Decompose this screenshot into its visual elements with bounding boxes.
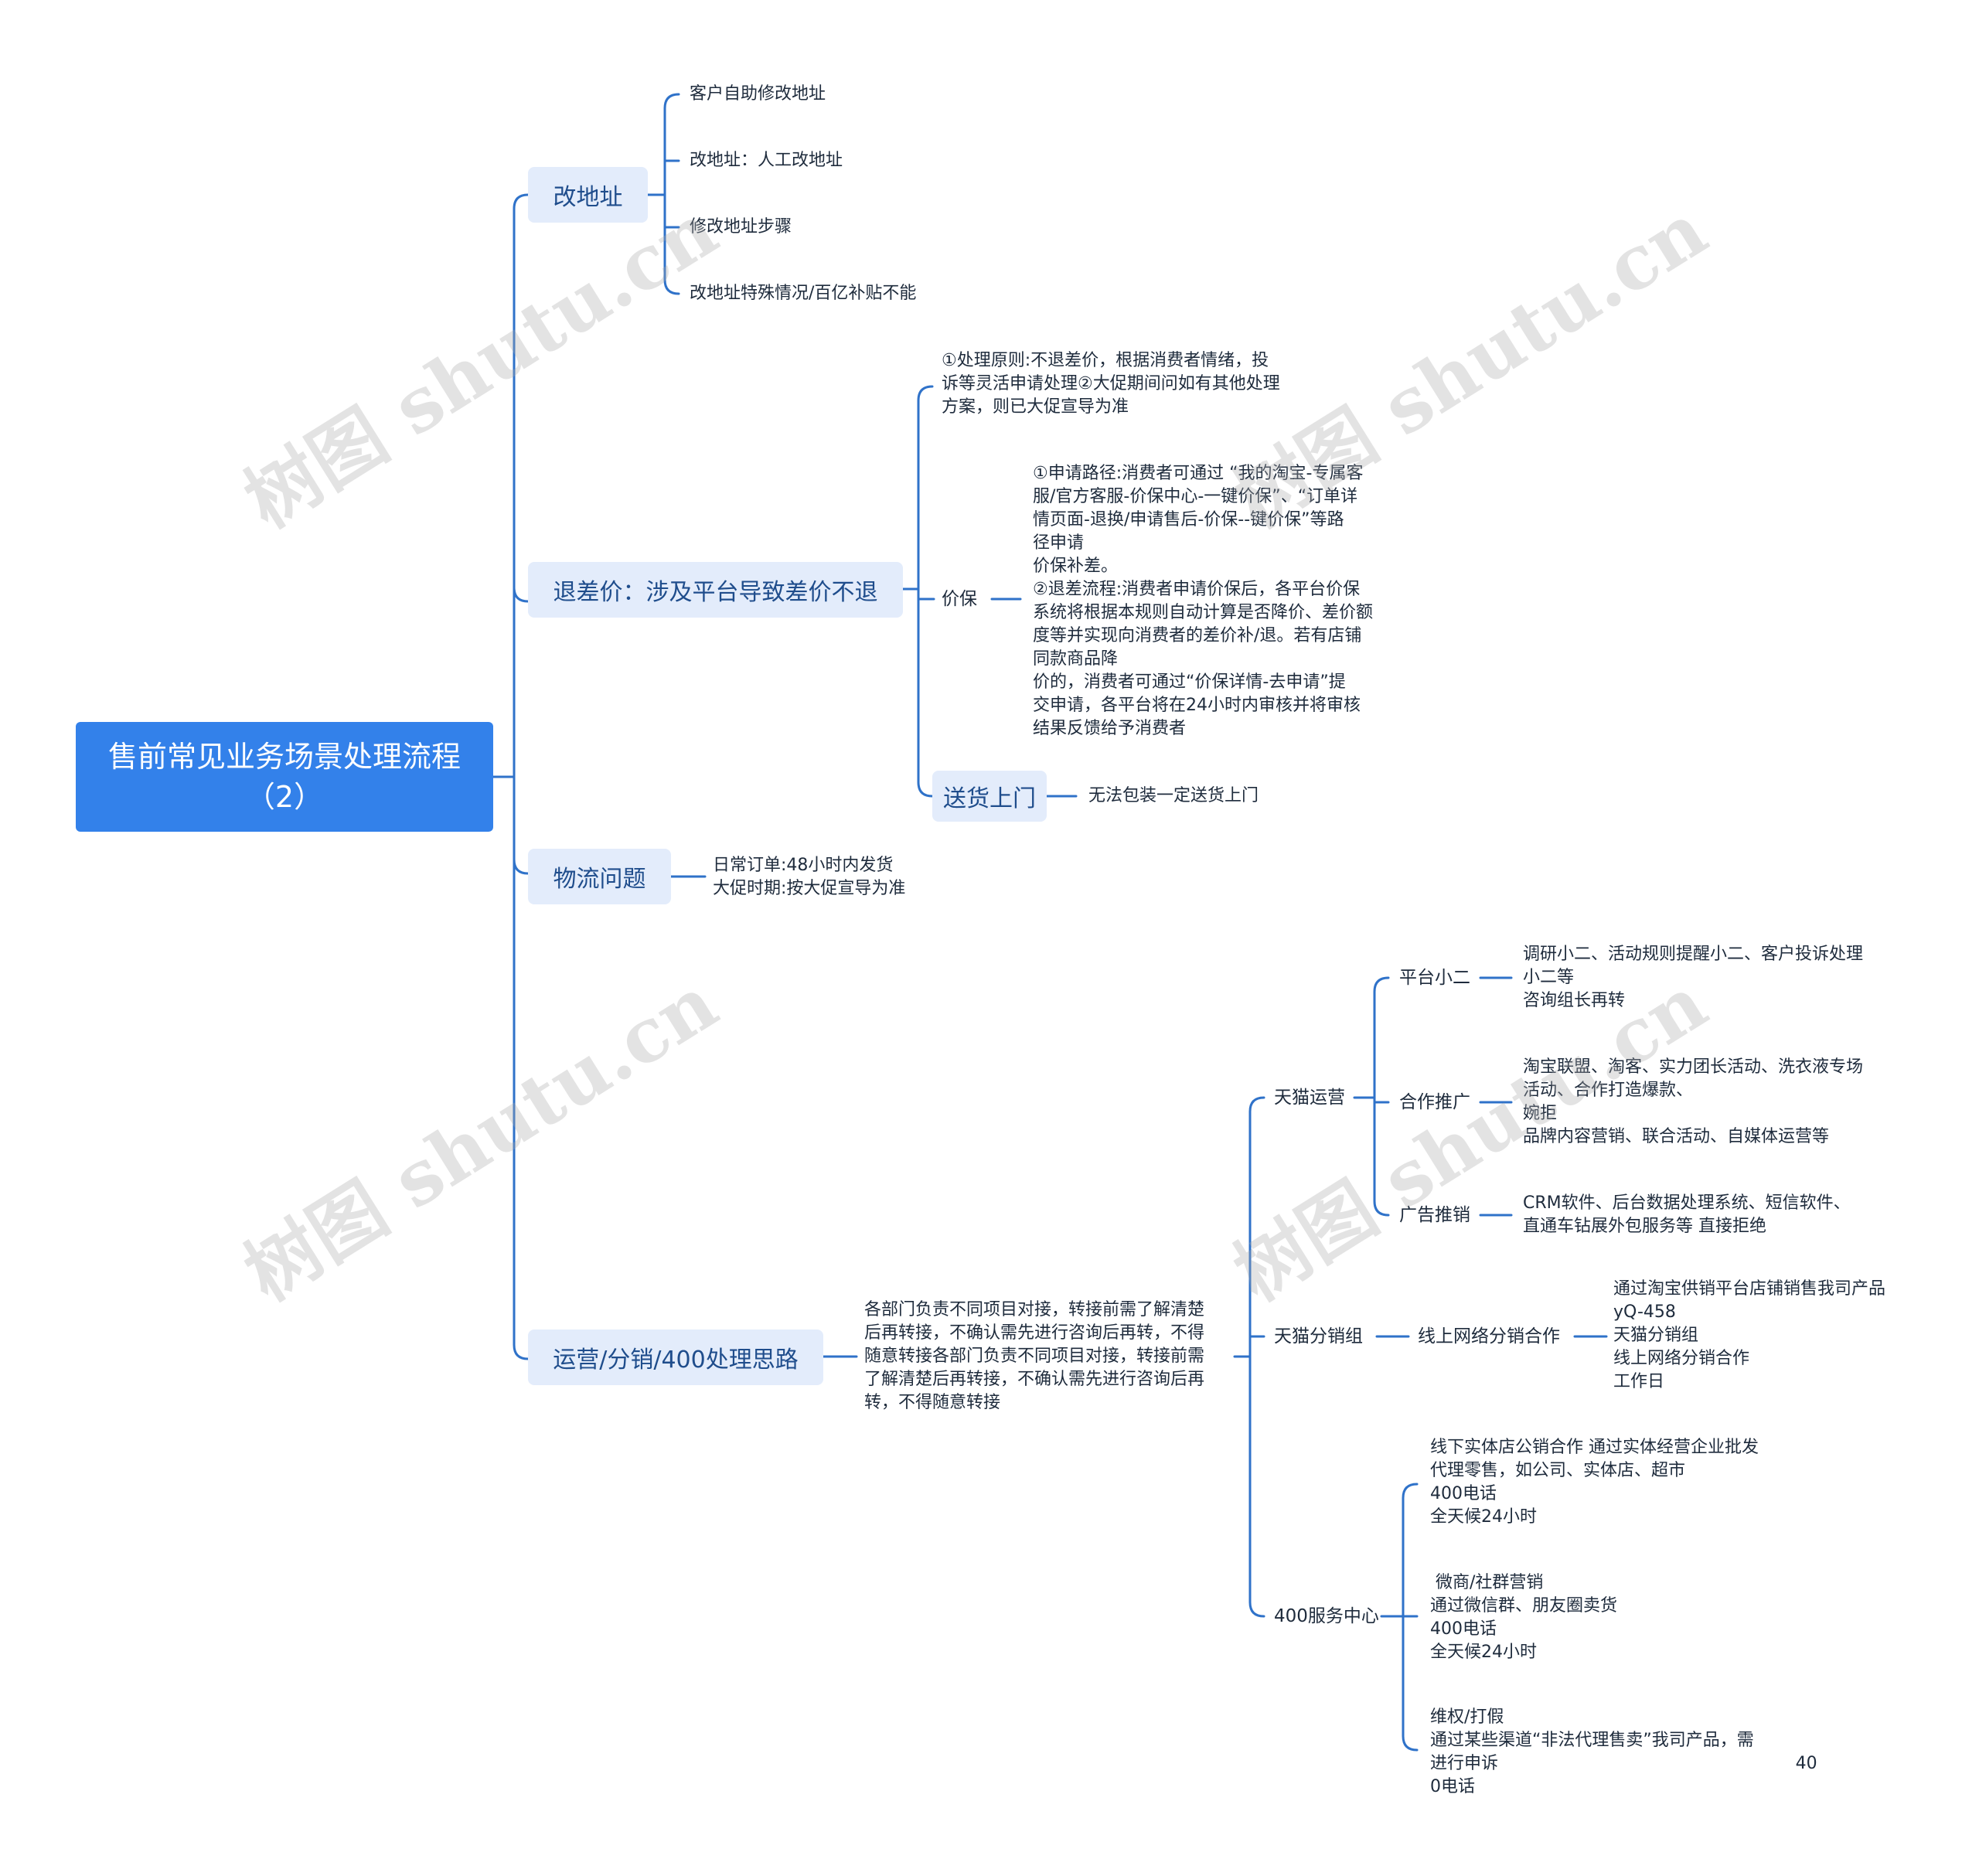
delivery-text: 无法包装一定送货上门 bbox=[1088, 786, 1259, 805]
topic-operations[interactable]: 运营/分销/400处理思路 bbox=[528, 1330, 823, 1385]
topic-address[interactable]: 改地址 bbox=[528, 167, 648, 223]
service400-rights: 维权/打假 通过某些渠道“非法代理售卖”我司产品，需 进行申诉 40 0电话 bbox=[1430, 1707, 1817, 1796]
operations-text: 各部门负责不同项目对接，转接前需了解清楚 后再转接，不确认需先进行咨询后再转，不… bbox=[864, 1300, 1205, 1412]
ads-promo-text: CRM软件、后台数据处理系统、短信软件、 直通车钻展外包服务等 直接拒绝 bbox=[1523, 1193, 1851, 1236]
coop-promo-text: 淘宝联盟、淘客、实力团长活动、洗衣液专场 活动、合作打造爆款、 婉拒 品牌内容营… bbox=[1523, 1057, 1864, 1146]
address-item-steps: 修改地址步骤 bbox=[690, 217, 792, 237]
online-dist-text: 通过淘宝供销平台店铺销售我司产品 yQ-458 天猫分销组 线上网络分销合作 工… bbox=[1613, 1279, 1886, 1391]
price-protect-text: ①申请路径:消费者可通过 “我的淘宝-专属客 服/官方客服-价保中心-一键价保”… bbox=[1033, 464, 1374, 738]
refund-principle: ①处理原则:不退差价，根据消费者情绪，投 诉等灵活申请处理②大促期间问如有其他处… bbox=[942, 351, 1280, 417]
root-title: 售前常见业务场景处理流程（2） bbox=[107, 740, 461, 814]
tmall-dist-label[interactable]: 天猫分销组 bbox=[1274, 1326, 1363, 1347]
topic-logistics[interactable]: 物流问题 bbox=[528, 849, 671, 904]
ads-promo-label[interactable]: 广告推销 bbox=[1399, 1205, 1470, 1225]
address-item-special: 改地址特殊情况/百亿补贴不能 bbox=[690, 284, 917, 303]
price-protect-label[interactable]: 价保 bbox=[942, 589, 977, 609]
address-item-self: 客户自助修改地址 bbox=[690, 84, 826, 104]
root-topic[interactable]: 售前常见业务场景处理流程（2） bbox=[76, 722, 493, 832]
service400-wechat: 微商/社群营销 通过微信群、朋友圈卖货 400电话 全天候24小时 bbox=[1430, 1573, 1618, 1662]
online-dist-label[interactable]: 线上网络分销合作 bbox=[1418, 1326, 1560, 1347]
tmall-ops-label[interactable]: 天猫运营 bbox=[1274, 1088, 1345, 1108]
service400-label[interactable]: 400服务中心 bbox=[1274, 1606, 1379, 1626]
platform-staff-text: 调研小二、活动规则提醒小二、客户投诉处理 小二等 咨询组长再转 bbox=[1523, 945, 1864, 1010]
logistics-text: 日常订单:48小时内发货 大促时期:按大促宣导为准 bbox=[713, 856, 906, 898]
service400-offline: 线下实体店公销合作 通过实体经营企业批发 代理零售，如公司、实体店、超市 400… bbox=[1430, 1438, 1759, 1527]
address-item-manual: 改地址：人工改地址 bbox=[690, 151, 843, 170]
platform-staff-label[interactable]: 平台小二 bbox=[1399, 968, 1470, 988]
topic-delivery[interactable]: 送货上门 bbox=[932, 771, 1047, 822]
topic-refund[interactable]: 退差价：涉及平台导致差价不退 bbox=[528, 562, 903, 618]
coop-promo-label[interactable]: 合作推广 bbox=[1399, 1092, 1470, 1112]
